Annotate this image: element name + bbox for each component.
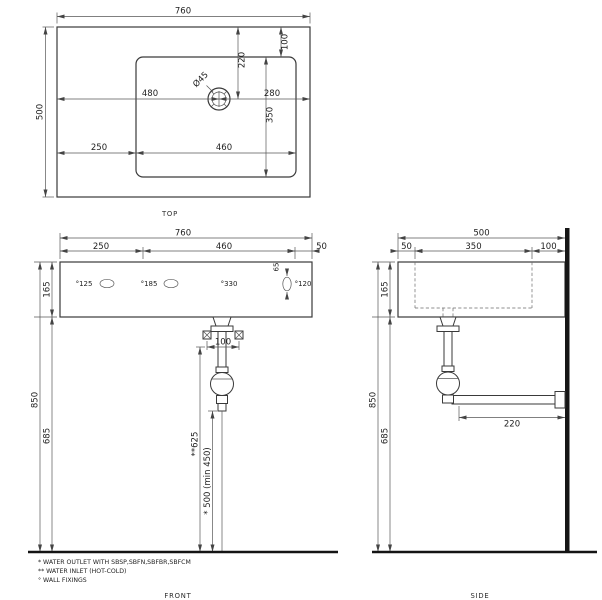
side-dim-rim-front: 50 [401, 242, 412, 252]
front-left-dimension-lines [34, 261, 57, 552]
water-inlet-right-icon [234, 330, 244, 340]
side-dim-trap-to-wall: 220 [504, 420, 520, 430]
top-view-label: TOP [161, 210, 178, 218]
drain-pipe [443, 331, 453, 367]
front-dim-underside-height: 685 [43, 428, 53, 444]
front-dim-inlet-height: **625 [191, 432, 201, 457]
front-view-label: FRONT [164, 592, 191, 600]
front-view: 760 250 460 50 165 850 685 °125 °185 °33… [28, 229, 338, 600]
front-fixing-185: °185 [141, 280, 158, 288]
side-view-label: SIDE [470, 592, 489, 600]
top-dim-rim-left: 250 [91, 143, 107, 153]
top-bowl-outline [135, 56, 297, 178]
top-dim-bowl-depth: 350 [266, 107, 276, 123]
side-dim-apron-height: 165 [381, 281, 391, 297]
side-hidden-lines [414, 262, 533, 317]
side-dim-rim-back: 100 [540, 242, 556, 252]
front-dim-width: 760 [175, 229, 191, 239]
top-dim-bowl-width: 460 [216, 143, 232, 153]
drain-tailpiece [439, 316, 457, 327]
top-dim-depth: 500 [36, 104, 46, 120]
bottle-trap [210, 372, 234, 396]
front-fixing-125: °125 [76, 280, 93, 288]
front-dim-apron-height: 165 [43, 281, 53, 297]
side-left-dimension-lines [372, 261, 395, 552]
note-wall-fixings: ° WALL FIXINGS [38, 576, 87, 584]
fixing-slot-icon [163, 278, 179, 289]
top-dim-rim-top: 100 [281, 34, 291, 50]
side-view: 500 50 350 100 165 850 685 220 SIDE [369, 228, 597, 600]
front-dim-slot-height: 65 [273, 263, 281, 272]
trap-cup [216, 395, 228, 404]
top-dim-drain-from-right: 280 [264, 89, 280, 99]
front-trap-assembly [196, 316, 244, 552]
water-inlet-left-icon [202, 330, 212, 340]
trap-connector [215, 366, 229, 373]
front-dim-outlet-height: * 500 (min 450) [203, 447, 213, 514]
side-basin-outline [397, 261, 566, 318]
side-dim-bowl-depth: 350 [465, 242, 481, 252]
side-trap-assembly [436, 316, 566, 421]
wall-fixing-row: °125 °185 °330 65 °120 [76, 263, 312, 300]
drain-nut [436, 325, 460, 332]
front-dim-rim-height: 850 [31, 392, 41, 408]
note-water-outlet: * WATER OUTLET WITH SBSP,SBFN,SBFBR,SBFC… [38, 559, 191, 566]
front-basin-outline [59, 261, 313, 318]
fixing-slot-icon [99, 278, 115, 289]
overflow-slot-icon [282, 276, 292, 292]
side-top-dimension-lines [390, 233, 565, 259]
wall [565, 228, 570, 552]
top-dim-drain-from-front: 220 [238, 52, 248, 68]
trap-connector [441, 365, 455, 372]
bottle-trap [436, 371, 460, 396]
top-dim-width: 760 [175, 7, 191, 17]
trap-outlet-pipe [451, 395, 558, 405]
front-top-dimension-lines [59, 233, 320, 259]
wall-escutcheon [554, 391, 566, 409]
side-dim-rim-height: 850 [369, 392, 379, 408]
side-dim-underside-height: 685 [381, 428, 391, 444]
top-dim-drain-from-left: 480 [142, 89, 158, 99]
note-water-inlet: ** WATER INLET (HOT-COLD) [38, 568, 126, 575]
top-dimension-lines [42, 12, 311, 198]
drain-nut [210, 325, 234, 332]
front-dim-bowl-width: 460 [216, 242, 232, 252]
front-dim-inlet-spacing: 100 [215, 338, 231, 348]
drain-tailpiece [212, 316, 232, 327]
trap-cup [442, 394, 454, 404]
side-dim-depth: 500 [473, 229, 489, 239]
front-fixing-120: °120 [295, 280, 312, 288]
trap-outlet [217, 403, 227, 412]
top-view: 760 500 100 220 480 280 350 250 460 Ø45 … [36, 7, 311, 218]
front-fixing-330: °330 [221, 280, 238, 288]
top-basin-outline [56, 26, 311, 198]
front-dim-rim-left: 250 [93, 242, 109, 252]
front-dim-rim-right: 50 [316, 242, 327, 252]
